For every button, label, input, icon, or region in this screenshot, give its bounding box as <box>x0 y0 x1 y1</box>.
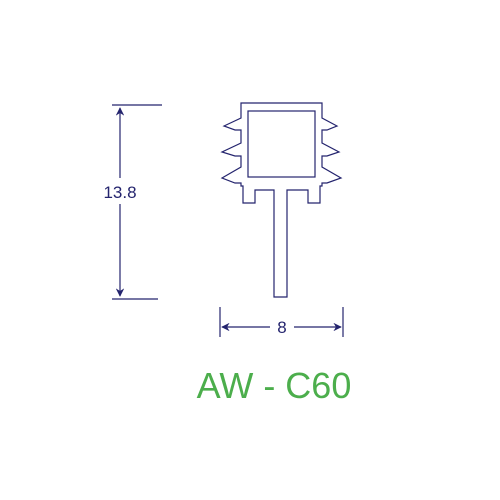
height-label-background <box>98 178 142 204</box>
width-label: 8 <box>277 318 286 337</box>
profile-outline <box>220 102 343 298</box>
profile-inner-chamber <box>247 110 316 178</box>
height-label: 13.8 <box>103 183 136 202</box>
width-label-background <box>270 316 294 338</box>
product-code: AW - C60 <box>196 365 352 406</box>
